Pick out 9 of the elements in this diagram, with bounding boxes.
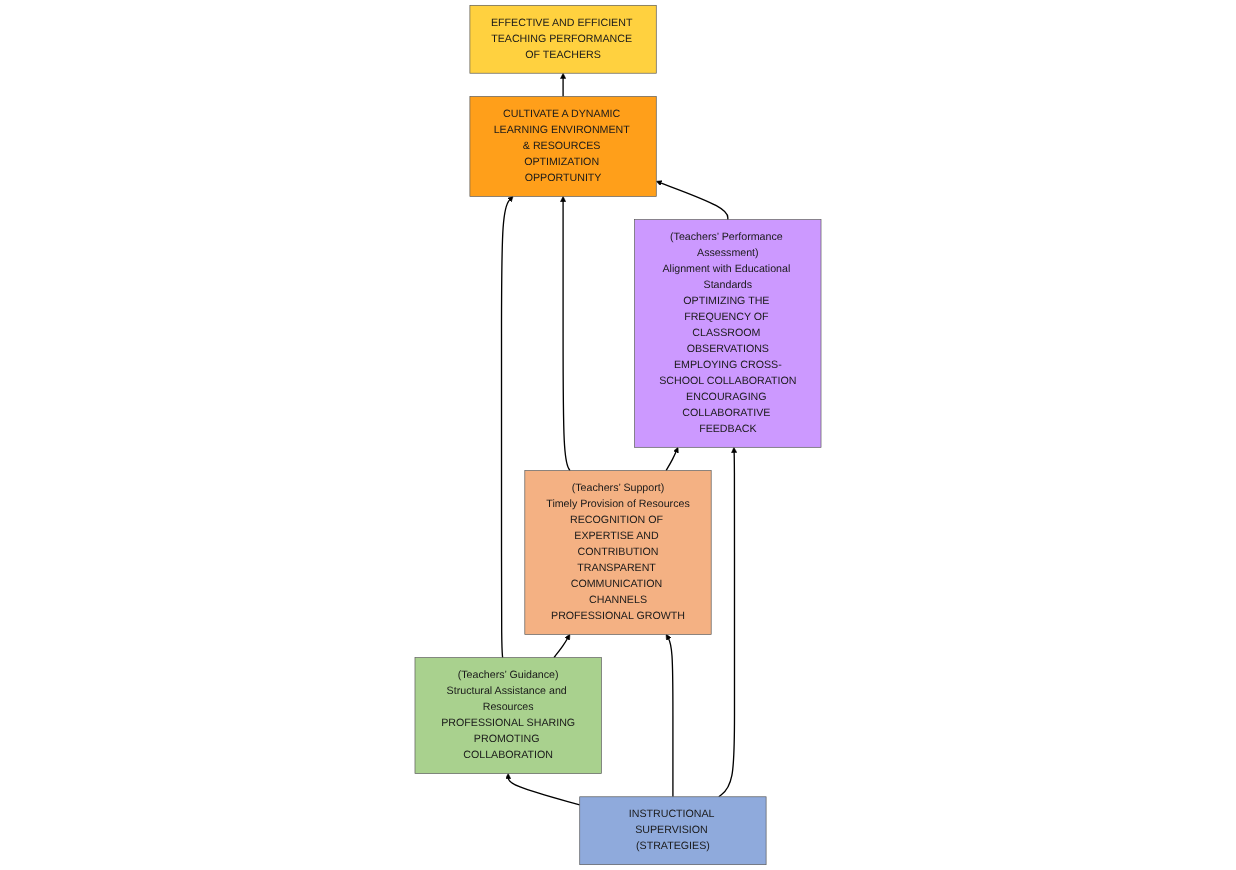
arrow: [553, 634, 571, 659]
arrow: [665, 634, 674, 798]
arrow: [560, 72, 566, 98]
arrow: [656, 180, 729, 221]
arrow: [560, 196, 571, 472]
arrow: [718, 447, 738, 798]
arrow: [500, 196, 514, 659]
arrow: [505, 773, 581, 806]
arrow: [665, 447, 679, 472]
